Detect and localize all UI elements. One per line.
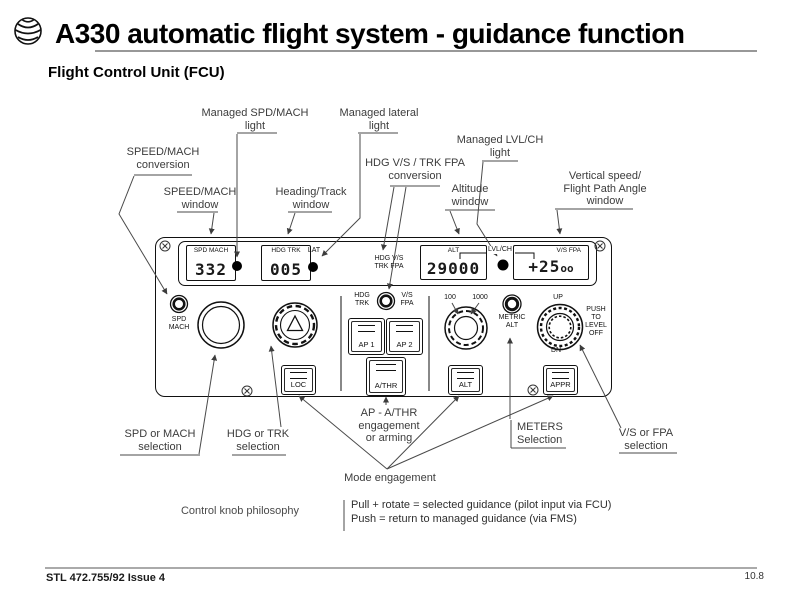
appr-label: APPR (550, 380, 571, 389)
callout-meters-selection: METERS Selection (517, 421, 563, 446)
callout-speed-mach-conversion: SPEED/MACH conversion (126, 146, 200, 171)
vs-selection-knob[interactable] (536, 303, 584, 351)
callout-managed-lateral-light: Managed lateral light (339, 107, 419, 132)
callout-hdg-trk-selection: HDG or TRK selection (226, 428, 290, 453)
control-knob-philosophy-label: Control knob philosophy (180, 505, 300, 517)
alt-window-value: 29000 (426, 259, 481, 278)
alt-selection-knob[interactable] (444, 306, 488, 350)
callout-hdg-vs-conversion: HDG V/S / TRK FPA conversion (365, 157, 465, 182)
ap2-button[interactable]: AP 2 (386, 318, 423, 355)
callout-heading-track-window: Heading/Track window (275, 186, 347, 211)
callout-vertical-speed-window: Vertical speed/ Flight Path Angle window (563, 170, 647, 207)
alt-lamp (457, 372, 474, 379)
hdg-window-label: HDG TRK (271, 247, 301, 254)
spd-window-value: 332 (195, 260, 227, 279)
vs-fpa-window: V/S FPA +25oo (513, 245, 589, 280)
lvlch-light-label: LVL/CH (487, 246, 513, 254)
lat-light-label: LAT (307, 247, 321, 254)
loc-label: LOC (290, 380, 307, 389)
airbus-logo-icon (14, 17, 42, 45)
hdg-vs-toggle-button[interactable] (376, 291, 396, 311)
spd-mach-toggle-button[interactable] (169, 294, 189, 314)
metric-alt-label: METRIC ALT (498, 314, 526, 329)
callout-managed-lvlch-light: Managed LVL/CH light (456, 134, 544, 159)
appr-button[interactable]: APPR (543, 365, 578, 395)
toggle-left-label: HDG TRK (354, 292, 370, 307)
hdg-window-value: 005 (270, 260, 302, 279)
athr-label: A/THR (374, 381, 398, 390)
vs-up-label: UP (553, 294, 563, 301)
metric-alt-button[interactable] (502, 294, 522, 314)
hdg-selection-knob[interactable] (272, 302, 318, 348)
callout-spd-mach-selection: SPD or MACH selection (124, 428, 196, 453)
vs-dn-label: DN (550, 347, 562, 354)
page-number: 10.8 (744, 571, 764, 582)
alt-button-label: ALT (458, 380, 473, 389)
appr-lamp (552, 372, 569, 379)
alt-button[interactable]: ALT (448, 365, 483, 395)
toggle-right-label: V/S FPA (400, 292, 414, 307)
spd-mach-button-label: SPD MACH (168, 316, 190, 331)
vs-window-value: +25oo (528, 257, 574, 276)
document-reference: STL 472.755/92 Issue 4 (46, 572, 166, 584)
athr-lamp (376, 364, 396, 371)
ap1-button[interactable]: AP 1 (348, 318, 385, 355)
loc-lamp (290, 372, 307, 379)
callout-managed-spd-light: Managed SPD/MACH light (201, 107, 309, 132)
altitude-window: ALT 29000 (420, 245, 487, 280)
alt-window-label: ALT (447, 247, 460, 254)
spd-selection-knob[interactable] (197, 301, 245, 349)
philosophy-line-push: Push = return to managed guidance (via F… (351, 513, 577, 525)
alt-knob-1000-label: 1000 (472, 294, 488, 301)
athr-button[interactable]: A/THR (366, 357, 406, 396)
loc-button[interactable]: LOC (281, 365, 316, 395)
hdg-trk-window: HDG TRK 005 (261, 245, 311, 281)
callout-vs-fpa-selection: V/S or FPA selection (618, 427, 674, 452)
ap2-label: AP 2 (396, 340, 413, 349)
page-subtitle: Flight Control Unit (FCU) (48, 64, 225, 81)
ap2-lamp (395, 325, 414, 332)
callout-ap-athr-engagement: AP - A/THR engagement or arming (358, 407, 420, 444)
push-to-level-off-label: PUSH TO LEVEL OFF (585, 306, 607, 337)
spd-window-label: SPD MACH (193, 247, 229, 254)
ap1-lamp (357, 325, 376, 332)
ap1-label: AP 1 (358, 340, 375, 349)
philosophy-line-pull: Pull + rotate = selected guidance (pilot… (351, 499, 612, 511)
callout-speed-mach-window: SPEED/MACH window (163, 186, 237, 211)
callout-mode-engagement: Mode engagement (344, 472, 436, 484)
vs-window-label: V/S FPA (556, 247, 581, 254)
callout-altitude-window: Altitude window (451, 183, 489, 208)
spd-mach-window: SPD MACH 332 (186, 245, 236, 281)
page-title: A330 automatic flight system - guidance … (55, 18, 685, 49)
selector-window-label: HDG V/S TRK FPA (374, 255, 404, 270)
alt-knob-100-label: 100 (444, 294, 456, 301)
